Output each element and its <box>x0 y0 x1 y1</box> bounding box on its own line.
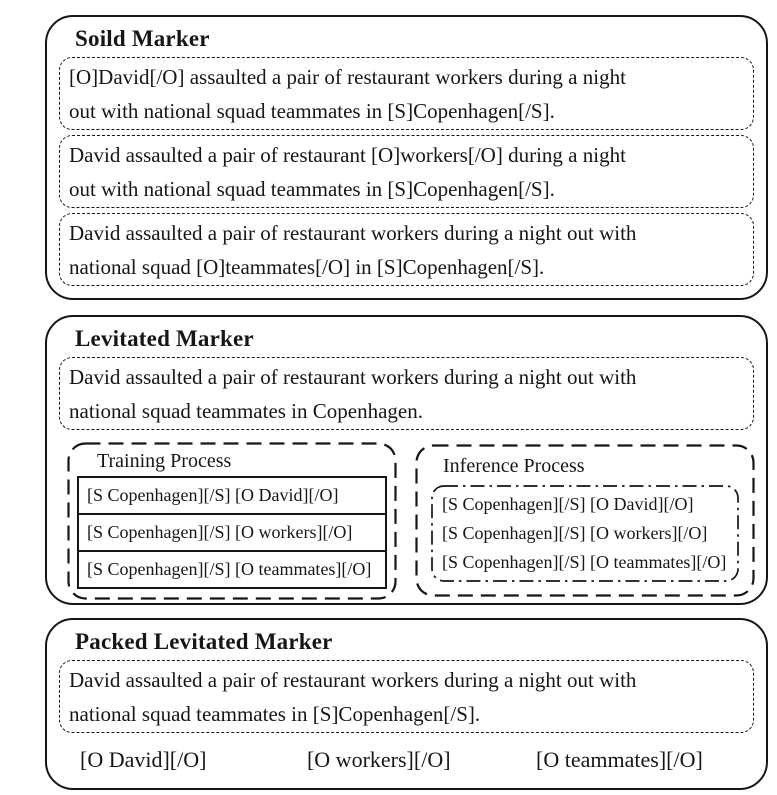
sentence-line: national squad teammates in Copenhagen. <box>69 399 423 423</box>
packed-token-david: [O David][/O] <box>80 747 207 772</box>
training-row: [S Copenhagen][/S] [O teammates][/O] <box>79 550 385 587</box>
packed-levitated-marker-title: Packed Levitated Marker <box>75 629 333 654</box>
sentence-line: out with national squad teammates in [S]… <box>69 99 555 123</box>
packed-token-row: [O David][/O] [O workers][/O] [O teammat… <box>47 745 766 775</box>
solid-sentence-box-2: David assaulted a pair of restaurant [O]… <box>59 135 754 208</box>
packed-levitated-marker-panel: Packed Levitated Marker David assaulted … <box>45 618 768 790</box>
training-process-label: Training Process <box>97 450 232 472</box>
solid-sentence-box-3: David assaulted a pair of restaurant wor… <box>59 213 754 286</box>
levitated-marker-panel: Levitated Marker David assaulted a pair … <box>45 315 768 605</box>
inference-line: [S Copenhagen][/S] [O teammates][/O] <box>442 552 727 572</box>
sentence-line: out with national squad teammates in [S]… <box>69 177 555 201</box>
inference-line: [S Copenhagen][/S] [O workers][/O] <box>442 523 708 543</box>
training-row: [S Copenhagen][/S] [O workers][/O] <box>79 513 385 550</box>
packed-token-workers: [O workers][/O] <box>306 747 451 772</box>
inference-lines: [S Copenhagen][/S] [O David][/O] [S Cope… <box>442 490 735 577</box>
packed-token-teammates: [O teammates][/O] <box>536 747 703 772</box>
solid-marker-panel: Soild Marker [O]David[/O] assaulted a pa… <box>45 15 768 300</box>
levitated-marker-title: Levitated Marker <box>75 326 254 351</box>
inference-process-group: Inference Process [S Copenhagen][/S] [O … <box>415 444 755 597</box>
sentence-line: David assaulted a pair of restaurant [O]… <box>69 143 626 167</box>
training-group-border <box>67 442 397 600</box>
training-row: [S Copenhagen][/S] [O David][/O] <box>87 485 339 505</box>
sentence-line: [O]David[/O] assaulted a pair of restaur… <box>69 65 626 89</box>
solid-marker-title: Soild Marker <box>75 26 210 51</box>
training-table: [S Copenhagen][/S] [O David][/O] [S Cope… <box>77 476 387 589</box>
sentence-line: national squad teammates in [S]Copenhage… <box>69 702 481 726</box>
sentence-line: national squad [O]teammates[/O] in [S]Co… <box>69 255 545 279</box>
inference-inner-border <box>431 485 739 582</box>
sentence-line: David assaulted a pair of restaurant wor… <box>69 365 637 389</box>
levitated-sentence-box: David assaulted a pair of restaurant wor… <box>59 357 754 430</box>
inference-group-border <box>415 444 755 597</box>
solid-sentence-box-1: [O]David[/O] assaulted a pair of restaur… <box>59 57 754 130</box>
sentence-line: David assaulted a pair of restaurant wor… <box>69 221 637 245</box>
inference-candidates-box: [S Copenhagen][/S] [O David][/O] [S Cope… <box>431 485 739 582</box>
inference-process-label: Inference Process <box>443 455 585 477</box>
training-process-group: Training Process [S Copenhagen][/S] [O D… <box>67 442 397 600</box>
packed-sentence-box: David assaulted a pair of restaurant wor… <box>59 660 754 733</box>
inference-line: [S Copenhagen][/S] [O David][/O] <box>442 494 694 514</box>
sentence-line: David assaulted a pair of restaurant wor… <box>69 668 637 692</box>
